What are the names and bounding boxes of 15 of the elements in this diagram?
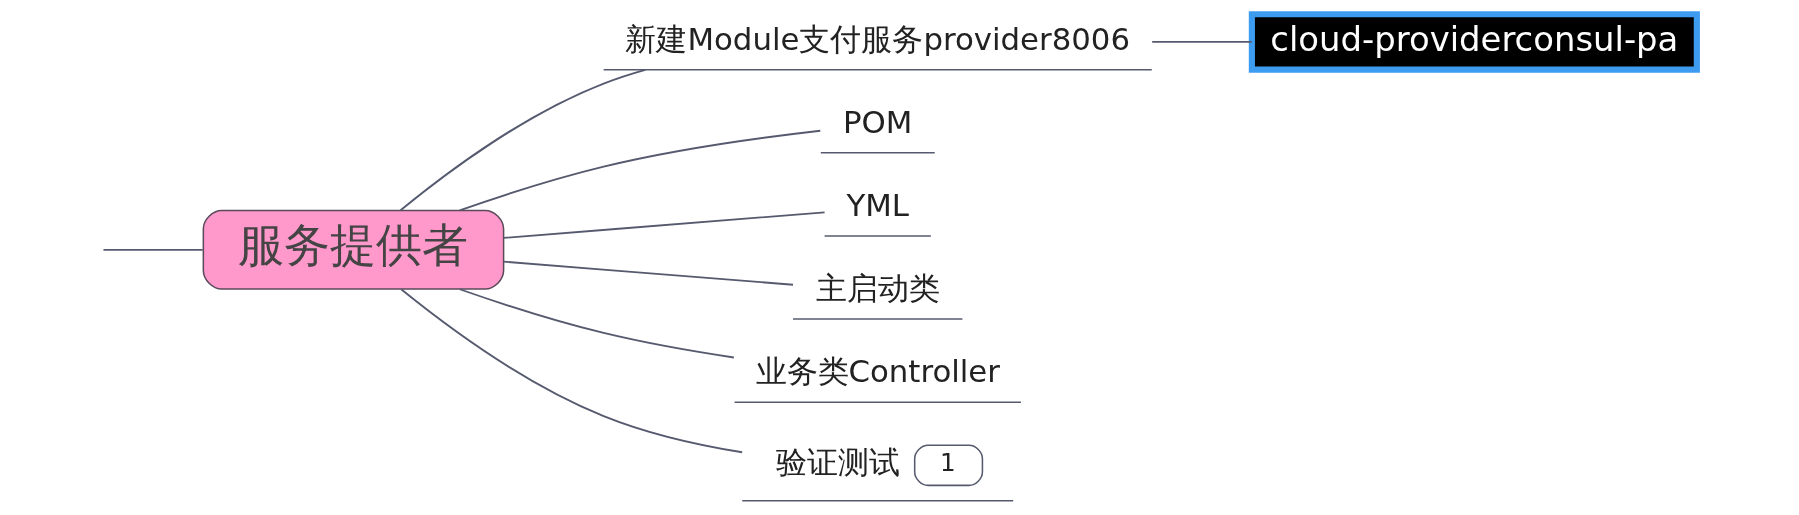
- connector: [458, 288, 735, 359]
- connector: [502, 211, 826, 239]
- node-box: cloud-providerconsul-pa: [1248, 11, 1700, 73]
- connector: [1151, 41, 1253, 43]
- connector: [400, 288, 744, 454]
- connector: [502, 260, 794, 286]
- connector: [102, 248, 204, 251]
- node-text: 业务类Controller: [755, 353, 1000, 390]
- node-text: YML: [846, 186, 909, 223]
- node-text: 主启动类: [815, 270, 940, 307]
- node-text: 新建Module支付服务provider8006: [625, 20, 1130, 57]
- node-box: 服务提供者: [202, 209, 505, 290]
- connector: [399, 68, 647, 212]
- connector: [458, 129, 822, 212]
- node-text: POM: [843, 103, 913, 140]
